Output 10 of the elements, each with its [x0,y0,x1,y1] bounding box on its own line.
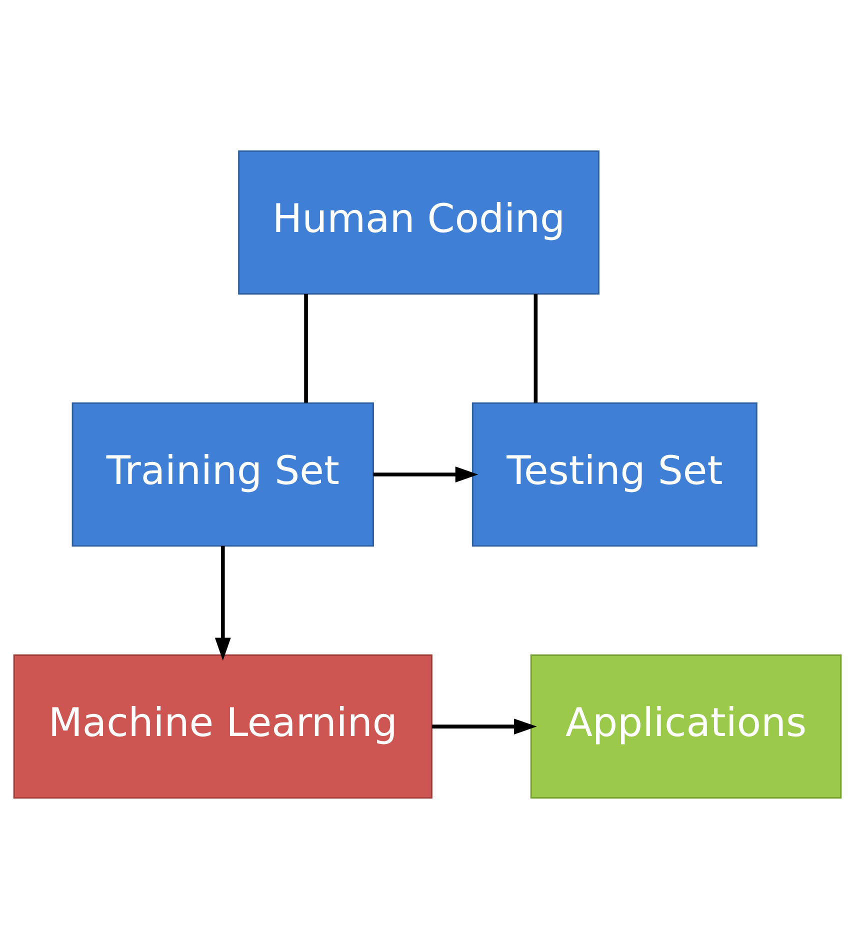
node-box: Testing Set [472,402,758,547]
node-box: Machine Learning [13,654,432,799]
node-box: Human Coding [238,150,600,295]
node-box: Applications [530,654,842,799]
arrow [432,718,537,735]
arrow [373,466,478,482]
arrow [214,546,231,661]
connector [534,294,538,403]
connector [304,294,308,403]
node-box: Training Set [72,402,374,547]
